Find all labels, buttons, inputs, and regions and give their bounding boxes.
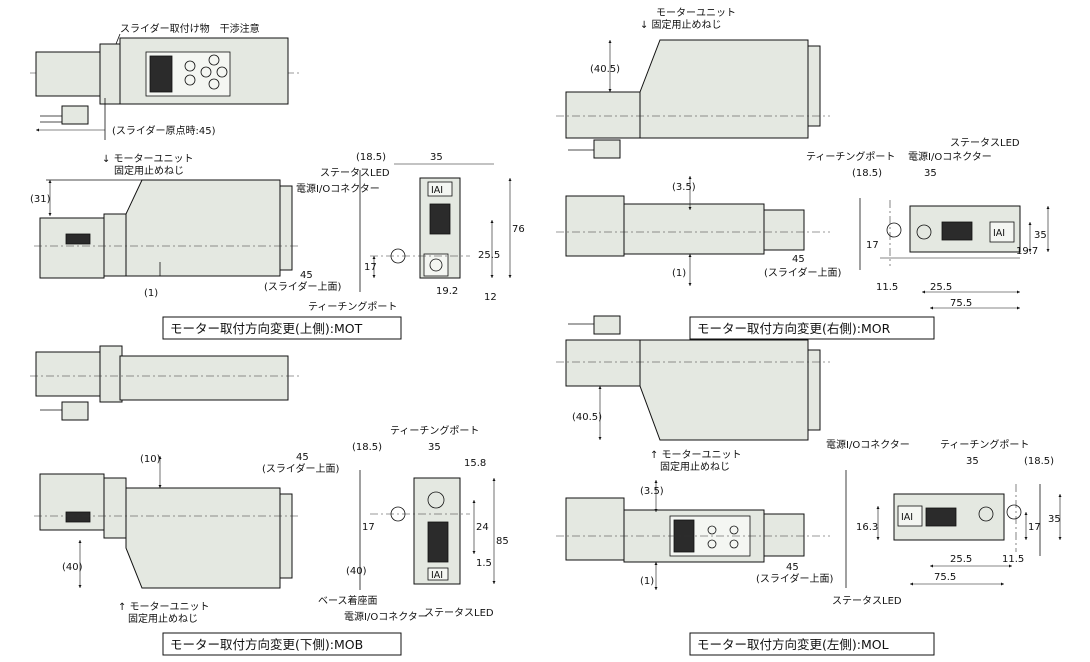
mob-side-view: (10) (40) ↑ モーターユニット 固定用止めねじ <box>34 454 300 625</box>
mor-caption-box <box>689 316 935 340</box>
mor-status-led: ステータスLED <box>950 137 1020 149</box>
mor-dim-1: (1) <box>672 268 686 279</box>
mol-power-io: 電源I/Oコネクター <box>826 438 910 451</box>
mot-side-view: (31) (1) ↓ モーターユニット 固定用止めねじ <box>30 153 300 299</box>
mor-dim-40-5: (40.5) <box>590 64 620 75</box>
mor-motor-screw-1: モーターユニット <box>656 7 736 19</box>
mob-dim-17: 17 <box>362 522 375 533</box>
mob-end-view: IAI ティーチングポート (18.5) 35 15.8 45 (スライダー上面… <box>262 424 509 623</box>
mot-status-led: ステータスLED <box>320 167 390 179</box>
mol-slider-top: (スライダー上面) <box>756 572 834 585</box>
mob-top-view <box>30 345 300 421</box>
mol-top-view: (40.5) ↑ モーターユニット 固定用止めねじ <box>556 315 830 473</box>
mor-iai-logo: IAI <box>993 228 1005 239</box>
mob-dim-18-5: (18.5) <box>352 442 382 453</box>
mob-slider-top: (スライダー上面) <box>262 462 340 475</box>
mor-side-view: (3.5) (1) <box>556 176 830 286</box>
top-left-view: スライダー取付け物 干渉注意 (スライダー原点時:45) <box>30 22 300 140</box>
mol-iai-logo: IAI <box>901 512 913 523</box>
mor-motor-screw-2: ↓ 固定用止めねじ <box>640 18 722 31</box>
mot-motor-screw-1: ↓ モーターユニット <box>102 153 194 165</box>
mob-dim-40: (40) <box>62 562 83 573</box>
mor-dim-17: 17 <box>866 240 879 251</box>
mob-power-io: 電源I/Oコネクター <box>344 610 428 623</box>
mor-end-view: IAI ティーチングポート 電源I/Oコネクター ステータスLED (18.5)… <box>764 137 1050 310</box>
mol-side-view: (3.5) (1) <box>556 480 830 590</box>
mor-dim-35: 35 <box>924 168 937 179</box>
mor-dim-11-5: 11.5 <box>876 282 898 293</box>
mot-iai-logo: IAI <box>431 185 443 196</box>
mob-dim-24: 24 <box>476 522 489 533</box>
mol-caption: モーター取付方向変更(左側):MOL <box>697 637 889 652</box>
mob-dim-15-8: 15.8 <box>464 458 486 469</box>
mob-teaching-port: ティーチングポート <box>390 424 479 437</box>
mor-dim-45: 45 <box>792 254 805 265</box>
mor-dim-3-5: (3.5) <box>672 182 696 193</box>
mob-dim-40b: (40) <box>346 566 367 577</box>
mor-caption: モーター取付方向変更(右側):MOR <box>697 321 891 336</box>
mol-status-led: ステータスLED <box>832 595 902 607</box>
mob-dim-10: (10) <box>140 454 161 465</box>
mor-dim-35-r: 35 <box>1034 230 1047 241</box>
mor-dim-25-5: 25.5 <box>930 282 952 293</box>
mol-dim-35-r: 35 <box>1048 514 1061 525</box>
mol-dim-25-5: 25.5 <box>950 554 972 565</box>
mol-dim-35: 35 <box>966 456 979 467</box>
mot-slider-top: (スライダー上面) <box>264 280 342 293</box>
mor-power-io: 電源I/Oコネクター <box>908 150 992 163</box>
mol-dim-17: 17 <box>1028 522 1041 533</box>
mot-end-view: IAI (18.5) 35 ステータスLED 電源I/Oコネクター 45 (スラ… <box>264 152 525 313</box>
mol-dim-18-5: (18.5) <box>1024 456 1054 467</box>
mol-motor-screw-2: 固定用止めねじ <box>660 460 730 473</box>
mob-motor-screw-1: ↑ モーターユニット <box>118 601 210 613</box>
mol-teaching-port: ティーチングポート <box>940 438 1029 451</box>
mol-dim-45: 45 <box>786 562 799 573</box>
slider-interference-note: スライダー取付け物 干渉注意 <box>120 22 260 35</box>
mol-dim-75-5: 75.5 <box>934 572 956 583</box>
mob-status-led: ステータスLED <box>424 607 494 619</box>
mob-dim-35: 35 <box>428 442 441 453</box>
mot-dim-76: 76 <box>512 224 525 235</box>
mot-dim-25-5: 25.5 <box>478 250 500 261</box>
mol-caption-box <box>689 632 935 656</box>
mob-caption: モーター取付方向変更(下側):MOB <box>170 637 363 652</box>
mob-iai-logo: IAI <box>431 570 443 581</box>
mor-top-view: (40.5) モーターユニット ↓ 固定用止めねじ <box>556 7 830 159</box>
mot-motor-screw-2: 固定用止めねじ <box>114 164 184 177</box>
mot-dim-12: 12 <box>484 292 497 303</box>
mob-dim-85: 85 <box>496 536 509 547</box>
mot-dim-45: 45 <box>300 270 313 281</box>
mor-dim-75-5: 75.5 <box>950 298 972 309</box>
mol-motor-screw-1: ↑ モーターユニット <box>650 449 742 461</box>
mot-dim-1: (1) <box>144 288 158 299</box>
mol-dim-16-3: 16.3 <box>856 522 878 533</box>
slider-origin-note: (スライダー原点時:45) <box>112 124 216 137</box>
mol-end-view: IAI 45 (スライダー上面) 電源I/Oコネクター ティーチングポート 35… <box>756 438 1062 607</box>
mob-dim-45: 45 <box>296 452 309 463</box>
mor-dim-19-7: 19.7 <box>1016 246 1038 257</box>
mot-caption-box <box>162 316 402 340</box>
mot-power-io: 電源I/Oコネクター <box>296 182 380 195</box>
mol-dim-1: (1) <box>640 576 654 587</box>
mot-teaching-port: ティーチングポート <box>308 300 397 313</box>
mob-base-face: ベース着座面 <box>318 594 378 607</box>
mor-teaching-port: ティーチングポート <box>806 150 895 163</box>
mol-dim-11-5: 11.5 <box>1002 554 1024 565</box>
mob-dim-1-5: 1.5 <box>476 558 492 569</box>
mot-dim-31: (31) <box>30 194 51 205</box>
mor-dim-18-5: (18.5) <box>852 168 882 179</box>
mol-dim-3-5: (3.5) <box>640 486 664 497</box>
mot-caption: モーター取付方向変更(上側):MOT <box>170 321 363 336</box>
mor-slider-top: (スライダー上面) <box>764 266 842 279</box>
mob-motor-screw-2: 固定用止めねじ <box>128 612 198 625</box>
mot-dim-35: 35 <box>430 152 443 163</box>
mob-caption-box <box>162 632 402 656</box>
mot-dim-17: 17 <box>364 262 377 273</box>
mot-dim-18-5: (18.5) <box>356 152 386 163</box>
mol-dim-40-5: (40.5) <box>572 412 602 423</box>
mot-dim-19-2: 19.2 <box>436 286 458 297</box>
